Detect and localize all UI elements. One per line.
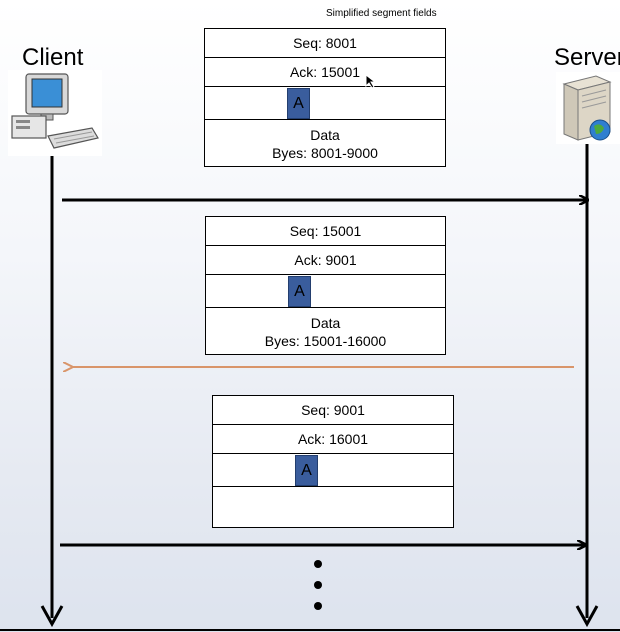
continuation-dot: [314, 602, 322, 610]
segment-box-3: Seq: 9001 Ack: 16001 A: [212, 395, 454, 528]
client-timeline-arrowhead: [40, 605, 64, 628]
segment-box-1: Seq: 8001 Ack: 15001 A Data Byes: 8001-9…: [204, 28, 446, 167]
server-tower-globe-icon: [556, 72, 620, 144]
ack-flag: A: [295, 455, 318, 486]
data-title: Data: [310, 127, 340, 143]
server-timeline-arrowhead: [575, 605, 599, 628]
seq-field: Seq: 9001: [213, 396, 453, 425]
ack-field: Ack: 16001: [213, 425, 453, 454]
ack-flag: A: [288, 276, 311, 307]
seq-field: Seq: 15001: [206, 217, 445, 246]
diagram-caption: Simplified segment fields: [326, 8, 437, 19]
ack-flag: A: [287, 88, 310, 119]
seq-field: Seq: 8001: [205, 29, 445, 58]
data-bytes: Byes: 8001-9000: [272, 145, 378, 161]
data-bytes: Byes: 15001-16000: [264, 333, 387, 349]
desktop-computer-icon: [8, 70, 102, 156]
flags-field: A: [213, 454, 453, 487]
flags-field: A: [206, 275, 445, 308]
client-label: Client: [22, 44, 84, 71]
data-title: Data: [310, 315, 341, 331]
flags-field: A: [205, 87, 445, 120]
continuation-dot: [314, 581, 322, 589]
data-field: [213, 487, 453, 493]
segment-box-2: Seq: 15001 Ack: 9001 A Data Byes: 15001-…: [205, 216, 446, 355]
ack-field: Ack: 9001: [206, 246, 445, 275]
data-field: Data Byes: 15001-16000: [206, 308, 445, 350]
data-field: Data Byes: 8001-9000: [205, 120, 445, 162]
mouse-cursor-icon: [365, 74, 377, 89]
continuation-dot: [314, 560, 322, 568]
ack-field: Ack: 15001: [205, 58, 445, 87]
server-label: Server: [554, 44, 620, 71]
